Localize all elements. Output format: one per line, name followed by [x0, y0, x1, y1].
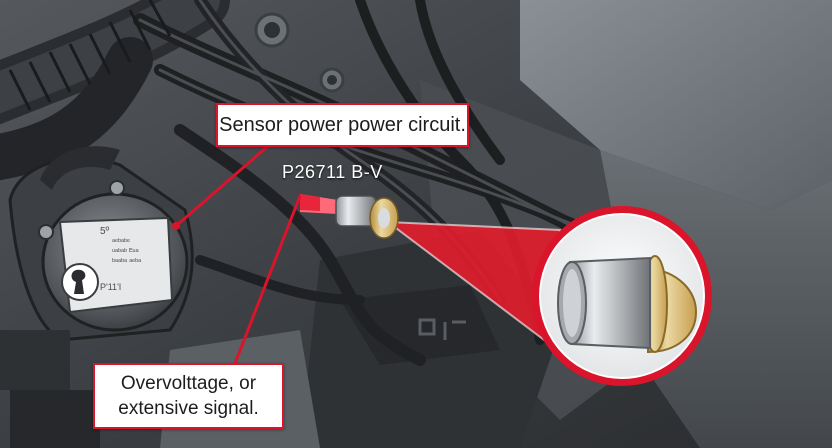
callout-bottom-line1: Overvolttage, or [120, 373, 257, 394]
part-label-line1: 5º [100, 226, 110, 237]
fitting-top-hole [264, 22, 280, 38]
leader-bottom [232, 195, 302, 367]
callout-overvoltage: Overvolttage, or extensive signal. [93, 363, 284, 429]
callout-bottom-line2: extensive signal. [118, 398, 259, 419]
fault-code-label: P26711 B-V [282, 162, 383, 182]
part-label-line2: ᵃᵉᵇᵃᵇᵉ [112, 237, 130, 246]
part-label-line3: ᵘᵃᵇᵃᵇ ᴱᵘᵃ [112, 247, 140, 256]
corrugated-hose [8, 0, 172, 111]
leader-top-dot [172, 222, 180, 230]
leader-top [175, 144, 269, 228]
fitting-mid-hole [327, 75, 337, 85]
part-label-line5: P'11'I [100, 282, 121, 292]
housing-emboss [418, 318, 466, 340]
engine-cover-panel [520, 0, 832, 210]
part-label-line4: ᵇᵃᵃᵇᵃ ᵃᵉᵇᵃ [112, 257, 142, 266]
leader-lines [175, 144, 302, 367]
callout-sensor-power-circuit: Sensor power power circuit. [216, 103, 469, 147]
zoom-detail [532, 206, 712, 386]
connector-pin [300, 194, 399, 239]
callout-top-text: Sensor power power circuit. [219, 114, 466, 136]
sensor-module [0, 146, 194, 448]
